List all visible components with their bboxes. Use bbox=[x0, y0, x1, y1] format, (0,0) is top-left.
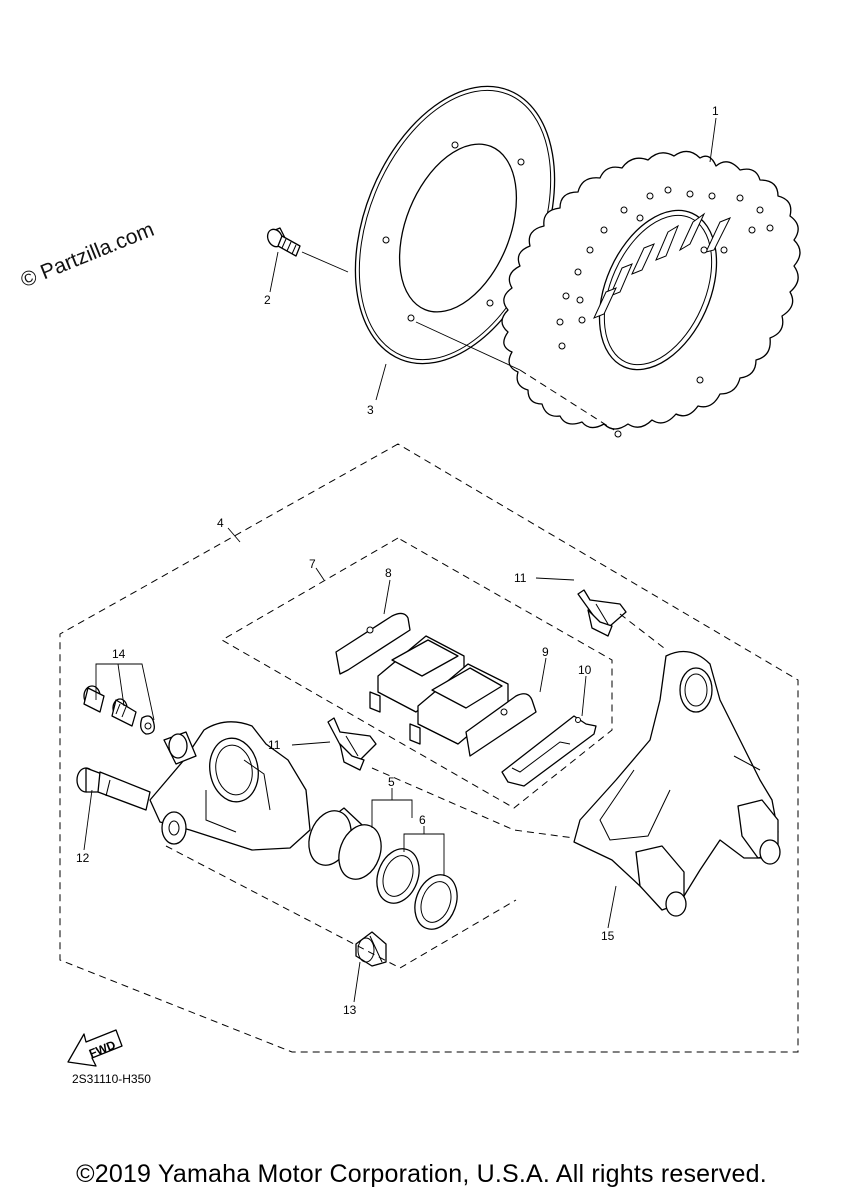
part-7-pad-kit-outline bbox=[221, 537, 613, 809]
leader-11b bbox=[291, 741, 331, 746]
part-11-pad-clip-lower bbox=[327, 717, 377, 771]
leader-3 bbox=[375, 363, 387, 401]
leader-2 bbox=[269, 251, 279, 293]
leader-boot-path bbox=[165, 845, 517, 969]
leader-4 bbox=[227, 527, 241, 543]
part-12-slide-pin bbox=[76, 767, 151, 811]
callout-11-upper: 11 bbox=[514, 571, 527, 585]
leader-13 bbox=[353, 961, 361, 1003]
callout-2: 2 bbox=[264, 293, 271, 307]
callout-13: 13 bbox=[343, 1003, 357, 1017]
leader-1 bbox=[709, 117, 717, 163]
leader-7 bbox=[315, 567, 325, 581]
leader-11a bbox=[535, 577, 575, 581]
leader-disc-hidden bbox=[519, 369, 615, 431]
callout-9: 9 bbox=[542, 645, 549, 659]
brake-pad-rear bbox=[409, 663, 509, 745]
leader-9 bbox=[539, 657, 547, 693]
callout-10: 10 bbox=[578, 663, 592, 677]
leader-14-mid bbox=[117, 663, 125, 707]
leader-14 bbox=[95, 663, 155, 721]
part-14-bleed-screw bbox=[83, 685, 155, 735]
caliper-body bbox=[149, 721, 311, 851]
leader-12 bbox=[83, 789, 93, 851]
part-1-brake-disc bbox=[501, 150, 801, 438]
disc-vent-slots bbox=[593, 212, 732, 319]
leader-10 bbox=[581, 675, 587, 717]
callout-15: 15 bbox=[601, 929, 615, 943]
callout-11-lower: 11 bbox=[268, 738, 281, 752]
drawing-code: 2S31110-H350 bbox=[72, 1072, 151, 1086]
callout-7: 7 bbox=[309, 557, 316, 571]
part-2-disc-bolt bbox=[266, 227, 301, 257]
part-5-piston bbox=[308, 807, 382, 880]
callout-5: 5 bbox=[388, 775, 395, 789]
disc-drill-holes bbox=[556, 186, 774, 438]
callout-3: 3 bbox=[367, 403, 374, 417]
callout-1: 1 bbox=[712, 104, 719, 118]
copyright-notice: ©2019 Yamaha Motor Corporation, U.S.A. A… bbox=[76, 1160, 767, 1188]
part-15-caliper-bracket bbox=[573, 650, 781, 917]
part-13-pin-boot bbox=[355, 931, 387, 967]
callout-12: 12 bbox=[76, 851, 90, 865]
leader-5 bbox=[371, 799, 413, 828]
part-11-pad-clip-upper bbox=[577, 589, 627, 637]
fwd-arrow-icon: FWD bbox=[67, 1029, 123, 1067]
part-9-pad-shim bbox=[465, 693, 537, 757]
callout-6: 6 bbox=[419, 813, 426, 827]
part-10-pad-spring bbox=[501, 715, 597, 787]
part-3-carrier-ring bbox=[354, 85, 556, 365]
callout-4: 4 bbox=[217, 516, 224, 530]
leader-bolt-to-ring bbox=[301, 251, 349, 273]
leader-clip-to-bracket bbox=[371, 767, 575, 839]
leader-ring-to-disc bbox=[415, 321, 521, 371]
leader-15 bbox=[607, 885, 617, 929]
callout-14: 14 bbox=[112, 647, 126, 661]
part-6-piston-seals bbox=[376, 848, 458, 930]
part-4-assembly-outline bbox=[59, 443, 799, 1053]
callout-8: 8 bbox=[385, 566, 392, 580]
leader-8 bbox=[383, 579, 391, 615]
part-8-pad-shim bbox=[335, 612, 411, 675]
leader-upper-clip bbox=[619, 613, 665, 649]
